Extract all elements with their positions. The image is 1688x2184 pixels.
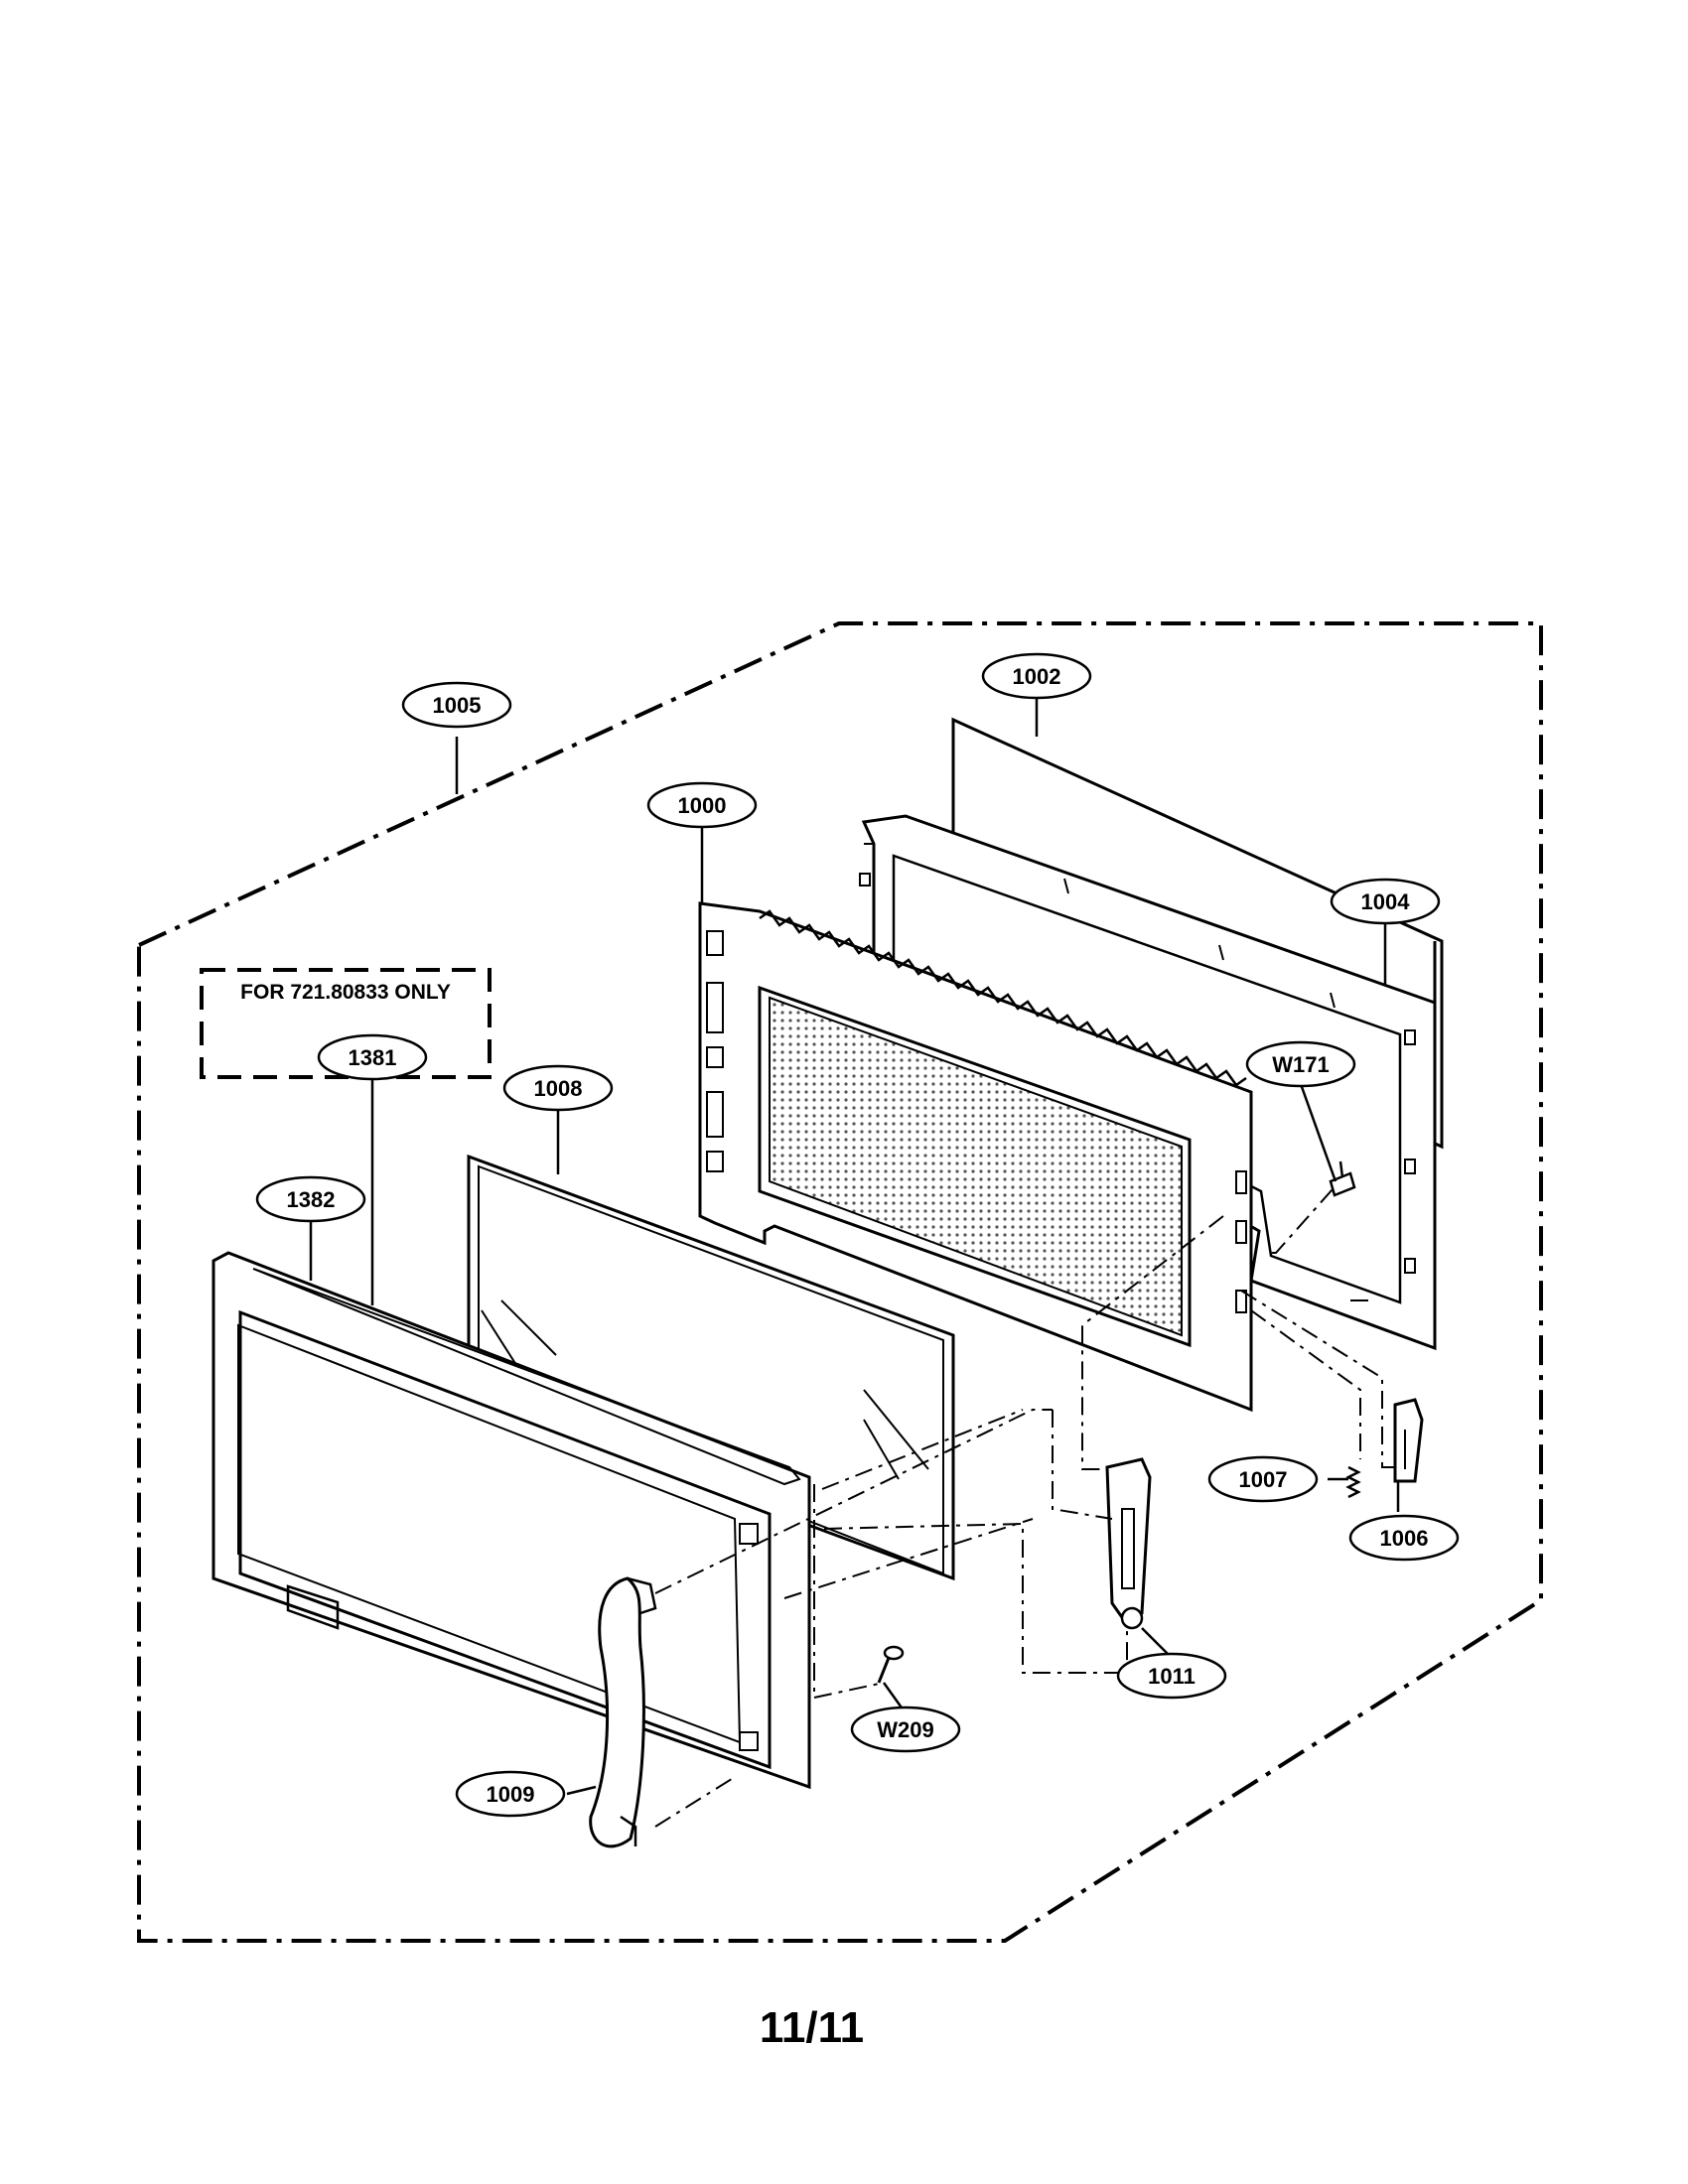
callout-1005: 1005	[401, 681, 512, 729]
assembly-guide-lines	[654, 1188, 1394, 1828]
page-number: 11/11	[759, 2003, 865, 2052]
callout-1381: 1381	[317, 1033, 428, 1081]
part-1006-latch	[1393, 1398, 1424, 1483]
callout-1006: 1006	[1348, 1514, 1460, 1562]
part-1008-glass	[467, 1154, 955, 1581]
svg-text:W209: W209	[877, 1717, 933, 1742]
svg-text:1004: 1004	[1361, 889, 1411, 914]
leader-lines	[309, 698, 1400, 1796]
callout-1002: 1002	[981, 652, 1092, 700]
svg-text:1007: 1007	[1239, 1467, 1288, 1492]
part-1007-spring	[1345, 1465, 1361, 1499]
svg-text:1005: 1005	[433, 693, 482, 718]
callout-W209: W209	[850, 1706, 961, 1753]
svg-text:1006: 1006	[1380, 1526, 1429, 1551]
part-1009-handle	[589, 1576, 657, 1848]
callout-W171: W171	[1245, 1040, 1356, 1088]
svg-text:1011: 1011	[1148, 1664, 1196, 1689]
callout-1008: 1008	[502, 1064, 614, 1112]
note-text: FOR 721.80833 ONLY	[240, 981, 451, 1004]
part-W171-screw	[1329, 1160, 1356, 1197]
callout-1004: 1004	[1330, 878, 1441, 925]
callout-1007: 1007	[1207, 1455, 1319, 1503]
callout-1011: 1011	[1116, 1652, 1227, 1700]
part-1000-mesh-panel	[698, 901, 1253, 1413]
callout-1009: 1009	[455, 1770, 566, 1818]
part-W209-screw	[877, 1645, 905, 1684]
svg-text:1382: 1382	[287, 1187, 336, 1212]
callout-1000: 1000	[646, 781, 758, 829]
svg-text:1008: 1008	[534, 1076, 583, 1101]
part-1011-latch	[1105, 1457, 1152, 1630]
svg-text:1002: 1002	[1013, 664, 1061, 689]
svg-text:1000: 1000	[678, 793, 727, 818]
svg-text:1009: 1009	[487, 1782, 535, 1807]
assembly-boundary	[137, 621, 1543, 1943]
callout-1382: 1382	[255, 1175, 366, 1223]
svg-text:W171: W171	[1272, 1052, 1329, 1077]
svg-text:1381: 1381	[349, 1045, 397, 1070]
